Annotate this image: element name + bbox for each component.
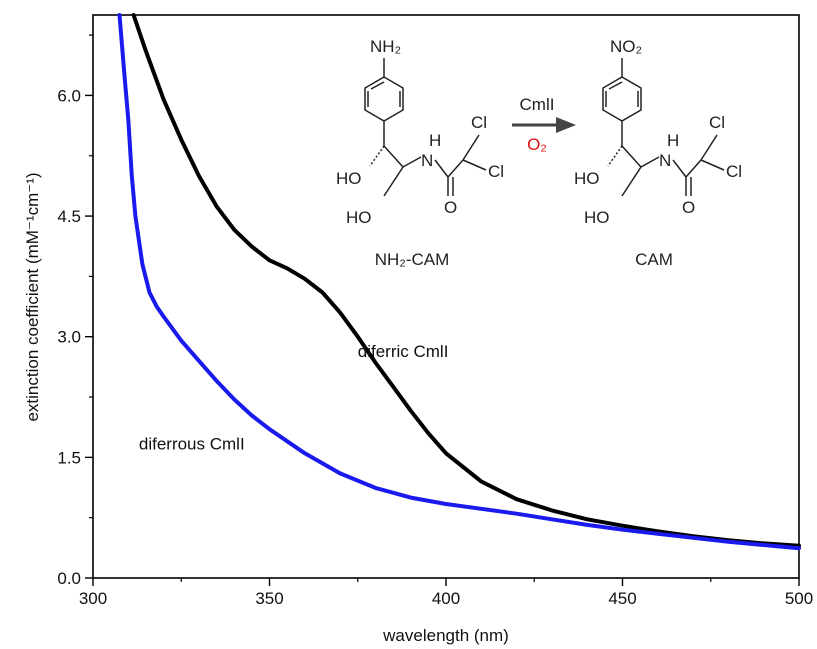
product-structure: NO₂ HO HO N H O Cl Cl	[574, 37, 742, 227]
x-axis-title: wavelength (nm)	[382, 626, 509, 645]
plot-frame	[92, 14, 800, 579]
x-tick-label: 450	[608, 589, 636, 608]
y-tick-label: 3.0	[57, 328, 81, 347]
product-nitro-group: NO₂	[610, 37, 642, 56]
series-line-diferrous	[117, 13, 801, 551]
x-tick-label: 350	[255, 589, 283, 608]
product-label: CAM	[635, 250, 673, 269]
y-axis-title: extinction coefficient (mM⁻¹cm⁻¹)	[23, 172, 42, 421]
product-hydroxyl-1: HO	[574, 169, 600, 188]
product-hydrogen: H	[667, 131, 679, 150]
reaction-arrow	[512, 117, 576, 133]
reaction-scheme: NH₂ HO HO N H O Cl Cl NH₂-CAM	[336, 37, 742, 269]
arrow-reagent-oxygen: O₂	[527, 135, 547, 154]
reactant-hydroxyl-2: HO	[346, 208, 372, 227]
series-layer	[117, 13, 801, 551]
y-tick-label: 1.5	[57, 448, 81, 467]
x-tick-label: 500	[785, 589, 813, 608]
series-line-diferric	[131, 13, 801, 548]
product-chlorine-1: Cl	[709, 113, 725, 132]
axis-ticks	[85, 34, 800, 586]
reactant-chlorine-2: Cl	[488, 162, 504, 181]
reactant-hydroxyl-1: HO	[336, 169, 362, 188]
product-carbonyl-oxygen: O	[682, 198, 695, 217]
reactant-carbonyl-oxygen: O	[444, 198, 457, 217]
reactant-chlorine-1: Cl	[471, 113, 487, 132]
annotation-diferric: diferric CmlI	[358, 342, 449, 361]
x-tick-label: 400	[432, 589, 460, 608]
reactant-structure: NH₂ HO HO N H O Cl Cl	[336, 37, 504, 227]
reactant-amine-group: NH₂	[370, 37, 401, 56]
reactant-nitrogen: N	[421, 151, 433, 170]
reactant-label: NH₂-CAM	[375, 250, 450, 269]
y-tick-label: 4.5	[57, 207, 81, 226]
annotation-layer: diferric CmlI diferrous CmlI	[139, 342, 449, 453]
arrow-reagent-enzyme: CmlI	[520, 95, 555, 114]
tick-labels: 300 350 400 450 500 0.0 1.5 3.0 4.5 6.0	[57, 86, 813, 608]
x-tick-label: 300	[79, 589, 107, 608]
y-tick-label: 0.0	[57, 569, 81, 588]
reactant-hydrogen: H	[429, 131, 441, 150]
product-nitrogen: N	[659, 151, 671, 170]
product-chlorine-2: Cl	[726, 162, 742, 181]
product-hydroxyl-2: HO	[584, 208, 610, 227]
annotation-diferrous: diferrous CmlI	[139, 434, 245, 453]
y-tick-label: 6.0	[57, 86, 81, 105]
